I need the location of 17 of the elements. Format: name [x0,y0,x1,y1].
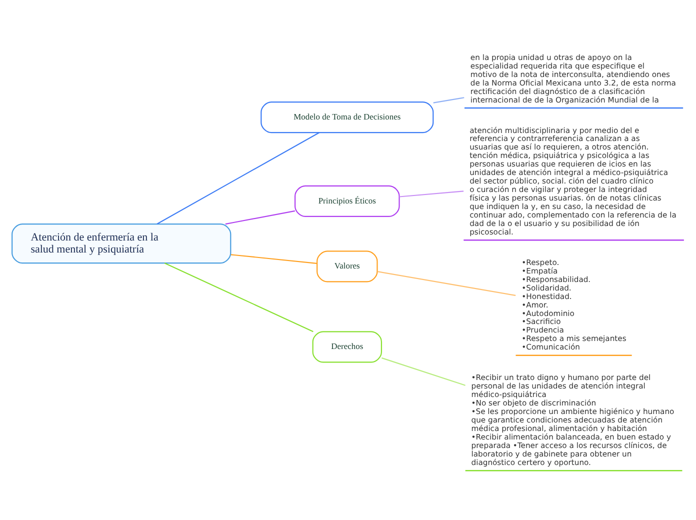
node-box: Modelo de Toma de Decisiones [260,101,434,133]
connector [164,262,314,332]
node-text: •Recibir un trato digno y humano por parte del personal de las unidades de atención integral médico-psiquiátrica •No ser objeto de discriminación •Se les proporcione un ambiente higiénico y humano que garantice condiciones adecuadas de atención médica profesional, alimentación y habitación •Recibir alimentación balanceada, en buen estado y preparada •Tener acceso a los recursos clínicos, de laboratorio y de gabinete para obtener un diagnóstico certero y oportuno. [471,372,674,466]
node-box: Atención de enfermería en la salud mental y psiquiatría [12,223,232,264]
connector [156,132,320,224]
node-box: Derechos [312,330,382,362]
connector [230,254,317,264]
connector [377,270,516,296]
node-text: atención multidisciplinaria y por medio del e referencia y contrarreferencia canalizan a as usuarias que así lo requieren, a otros atención. tención médica, psiquiátrica y psicológica a las personas usuarias que requieren de icios en las unidades de atención integral a médico-psiquiátrica del sector público, social. ción del cuadro clínico o curación n de vigilar y proteger la integridad física y las personas usuarias. ón de notas clínicas que indiquen la y, en su caso, la necesidad de continuar ado, complementado con la referencia de la dad de la o el usuario y su posibilidad de ión psicosocial. [470,125,676,236]
connector [382,356,466,386]
node-text: en la propia unidad u otras de apoyo on la especialidad requerida rita que especifique el motivo de la nota de interconsulta, atendiendo ones de la Norma Oficial Mexicana unto 3.2, de esta norma rectificación del diagnóstico de a clasificación internacional de de la Organización Mundial de la [470,52,676,104]
node-box: Valores [316,250,378,282]
node-box: Principios Éticos [294,184,400,216]
connector [433,96,464,103]
connector [225,210,296,224]
connector [399,190,464,197]
node-text: •Respeto. •Empatía •Responsabilidad. •Solidaridad. •Honestidad. •Amor. •Autodominio •Sacrificio •Prudencia •Respeto a mis semejantes •Comunicación [522,257,626,352]
